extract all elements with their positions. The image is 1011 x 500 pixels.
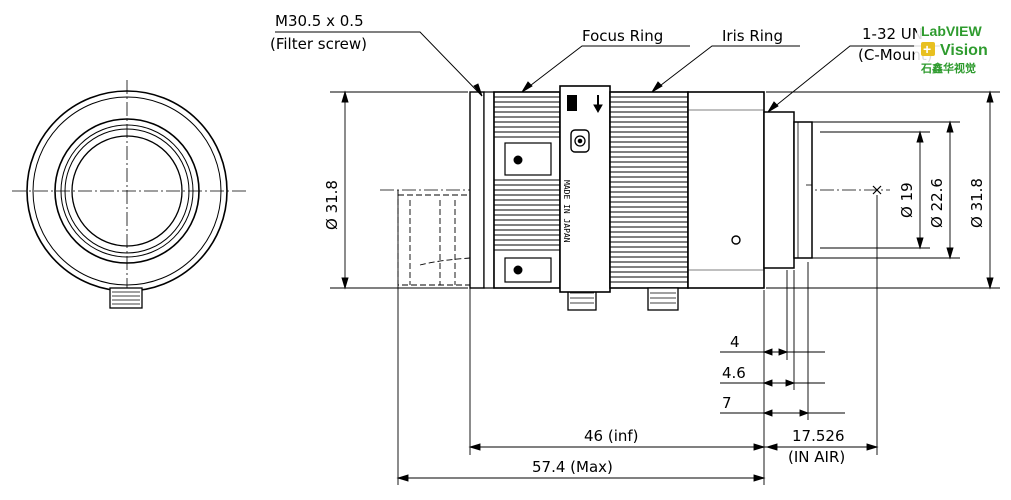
plus-icon [921, 42, 935, 56]
rear-diameter-31-8-label: Ø 31.8 [968, 178, 986, 228]
body-diameter-label: Ø 31.8 [323, 180, 341, 230]
labview-vision-logo: LabVIEW + Vision 石鑫华视觉 [914, 5, 1000, 91]
iris-ring-body [609, 91, 689, 311]
in-air-label: (IN AIR) [788, 448, 845, 466]
filter-thread-label: M30.5 x 0.5 [275, 12, 364, 30]
svg-text:+: + [923, 41, 931, 57]
focal-point-marker [872, 185, 882, 195]
c-mount-label: (C-Mount) [858, 46, 933, 64]
front-view [12, 80, 248, 309]
filter-screw-label: (Filter screw) [270, 35, 367, 53]
dim-4-6-label: 4.6 [722, 364, 746, 382]
filter-ring [469, 91, 485, 289]
front-element [397, 190, 471, 485]
made-in-japan-label: MADE IN JAPAN [562, 180, 571, 243]
dim-17-526-label: 17.526 [792, 427, 845, 445]
iris-ring-label: Iris Ring [722, 27, 783, 45]
focus-ring-body [493, 91, 597, 311]
rear-diameter-19-label: Ø 19 [898, 182, 916, 218]
logo-line-chinese: 石鑫华视觉 [920, 61, 976, 75]
logo-line-labview: LabVIEW [921, 23, 982, 39]
mount-thread-label: 1-32 UN [862, 25, 923, 43]
side-view [380, 85, 890, 485]
dim-57-4-label: 57.4 (Max) [532, 458, 613, 476]
c-mount [763, 111, 813, 269]
dim-7-label: 7 [722, 394, 732, 412]
dim-4-label: 4 [730, 333, 740, 351]
leader-lines [275, 31, 940, 113]
rear-diameter-22-6-label: Ø 22.6 [928, 178, 946, 228]
rear-body [687, 91, 765, 289]
dim-46-label: 46 (inf) [584, 427, 639, 445]
mid-barrel [559, 85, 611, 293]
focus-ring-label: Focus Ring [582, 27, 663, 45]
logo-line-vision: Vision [940, 42, 988, 59]
dimension-lines [330, 90, 1000, 485]
